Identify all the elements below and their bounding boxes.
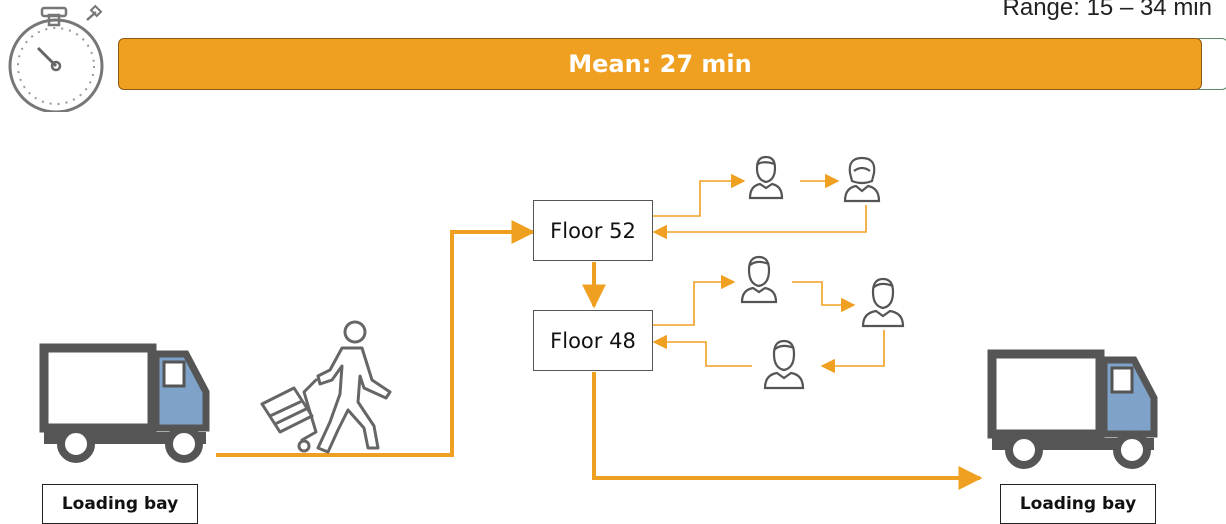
mean-bar: Mean: 27 min — [118, 38, 1202, 90]
floor-48-box: Floor 48 — [533, 310, 653, 371]
floor-52-label: Floor 52 — [550, 218, 636, 243]
floor-48-return-arrow — [652, 334, 752, 367]
floor-48-label: Floor 48 — [550, 328, 636, 353]
floor-52-box: Floor 52 — [533, 200, 653, 261]
person-icon — [861, 277, 905, 328]
main-path-to-destination — [592, 372, 983, 490]
mean-bar-end-cap — [1198, 38, 1226, 90]
destination-loading-bay-label: Loading bay — [1000, 484, 1156, 524]
person-icon — [843, 156, 881, 203]
walking-person-with-hand-truck-icon — [260, 320, 392, 454]
origin-truck-icon — [39, 343, 210, 463]
floor-52-return-arrow — [652, 205, 867, 240]
floor-52-out-arrow — [652, 173, 746, 217]
floor-48-out-arrow — [652, 274, 736, 326]
floor-48-to-person-b-arrow — [792, 281, 856, 313]
person-icon — [763, 339, 805, 390]
mean-label: Mean: 27 min — [568, 50, 752, 78]
stopwatch-icon — [8, 4, 104, 112]
floor-48-to-person-c-arrow — [820, 330, 885, 374]
destination-truck-icon — [987, 349, 1158, 469]
origin-loading-bay-label: Loading bay — [42, 484, 198, 524]
main-path-to-floor-52 — [216, 220, 536, 457]
range-label: Range: 15 – 34 min — [1002, 0, 1212, 21]
person-icon — [740, 255, 778, 304]
person-icon — [748, 155, 784, 200]
